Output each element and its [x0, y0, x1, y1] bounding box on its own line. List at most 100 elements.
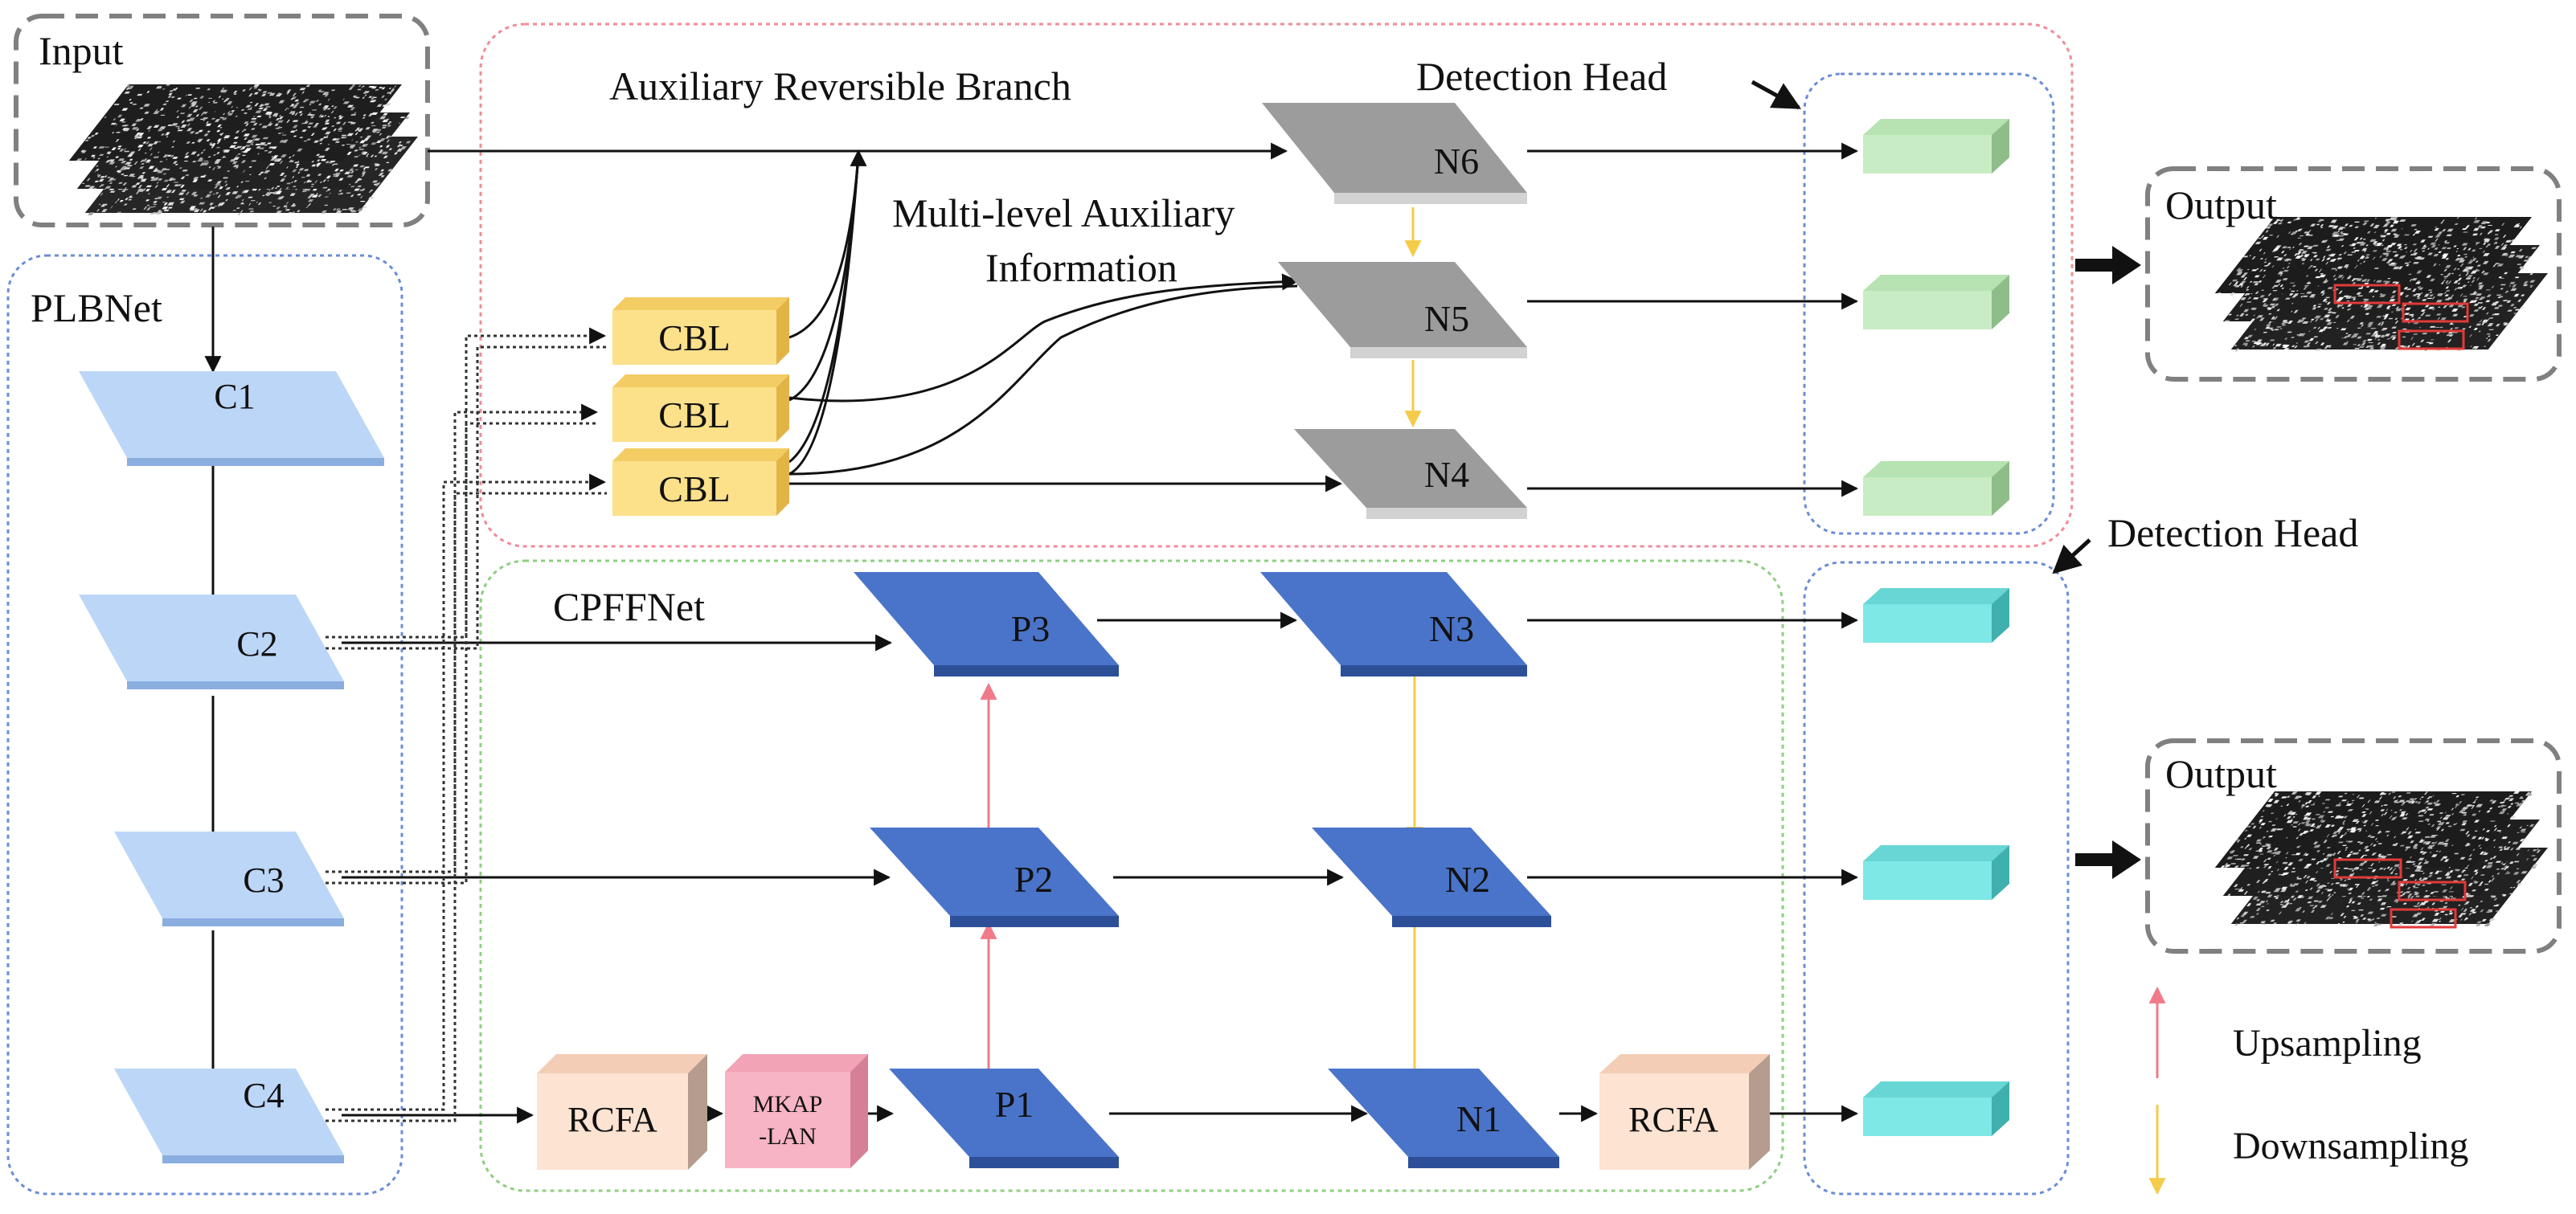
speckle	[2296, 334, 2300, 336]
speckle	[126, 84, 131, 88]
speckle	[2246, 844, 2250, 847]
speckle	[2332, 852, 2336, 856]
speckle	[2353, 237, 2359, 241]
speckle	[331, 125, 335, 127]
speckle	[2251, 269, 2258, 272]
speckle	[177, 127, 181, 129]
speckle	[166, 190, 172, 194]
speckle	[117, 158, 125, 161]
speckle	[2462, 807, 2469, 810]
speckle	[2315, 791, 2322, 795]
speckle	[2400, 891, 2404, 893]
speckle	[109, 161, 116, 165]
speckle	[2405, 813, 2409, 816]
speckle	[218, 206, 220, 207]
speckle	[2379, 792, 2385, 795]
speckle	[2399, 884, 2406, 887]
speckle	[223, 138, 226, 140]
speckle	[2412, 262, 2419, 264]
speckle	[2410, 254, 2414, 255]
speckle	[193, 177, 199, 180]
speckle	[2242, 272, 2248, 275]
speckle	[2306, 282, 2312, 284]
speckle	[2365, 313, 2370, 315]
speckle	[2475, 796, 2480, 798]
speckle	[131, 176, 136, 178]
speckle	[2309, 829, 2315, 832]
speckle	[2444, 902, 2448, 904]
speckle	[2335, 870, 2340, 873]
speckle	[2442, 229, 2447, 232]
speckle	[2377, 843, 2382, 844]
speckle	[2361, 814, 2367, 817]
speckle	[251, 144, 254, 145]
speckle	[2326, 834, 2330, 838]
speckle	[2357, 327, 2361, 329]
speckle	[123, 148, 127, 151]
speckle	[2295, 217, 2300, 220]
speckle	[2503, 846, 2507, 848]
speckle	[2373, 290, 2379, 292]
speckle	[308, 112, 312, 115]
speckle	[371, 121, 375, 124]
speckle	[2425, 890, 2428, 892]
speckle	[153, 206, 157, 207]
speckle	[148, 206, 154, 208]
speckle	[2327, 811, 2334, 813]
speckle	[197, 158, 204, 161]
speckle	[2449, 870, 2454, 873]
speckle	[2275, 860, 2279, 864]
speckle	[2331, 268, 2337, 270]
speckle	[2411, 278, 2418, 281]
speckle	[2259, 258, 2263, 260]
speckle	[2371, 869, 2377, 873]
speckle	[2224, 863, 2229, 866]
speckle	[305, 174, 311, 177]
speckle	[153, 156, 160, 158]
speckle	[2478, 287, 2484, 290]
speckle	[2230, 863, 2237, 865]
speckle	[2292, 821, 2300, 824]
speckle	[2429, 294, 2434, 297]
speckle	[344, 171, 351, 174]
speckle	[2467, 247, 2472, 251]
detection-head-top-frame	[1803, 72, 2055, 535]
speckle	[2405, 307, 2411, 311]
speckle	[2455, 804, 2459, 806]
speckle	[154, 108, 158, 112]
speckle	[2287, 221, 2292, 223]
speckle	[2261, 905, 2265, 907]
speckle	[2274, 303, 2279, 306]
speckle	[2473, 881, 2479, 884]
speckle	[381, 126, 387, 129]
speckle	[2486, 294, 2492, 297]
speckle	[2377, 322, 2382, 325]
speckle	[2383, 804, 2388, 806]
speckle	[368, 197, 375, 199]
speckle	[398, 141, 402, 144]
speckle	[262, 108, 268, 112]
speckle	[252, 188, 258, 191]
speckle	[318, 91, 325, 92]
speckle	[297, 148, 303, 152]
speckle	[2478, 810, 2481, 812]
speckle	[2324, 300, 2328, 303]
speckle	[229, 145, 236, 149]
speckle	[2378, 867, 2382, 870]
speckle	[2259, 268, 2263, 272]
speckle	[2260, 823, 2266, 826]
speckle	[359, 140, 367, 144]
speckle	[2336, 305, 2341, 307]
speckle	[2432, 795, 2435, 797]
speckle	[2501, 223, 2505, 226]
speckle	[2279, 901, 2284, 904]
speckle	[2444, 839, 2450, 842]
speckle	[2448, 919, 2455, 922]
speckle	[2443, 291, 2447, 295]
speckle	[223, 100, 227, 103]
speckle	[2503, 868, 2507, 870]
speckle	[257, 153, 260, 155]
speckle	[171, 146, 174, 148]
speckle	[2446, 296, 2451, 300]
speckle	[330, 89, 336, 92]
